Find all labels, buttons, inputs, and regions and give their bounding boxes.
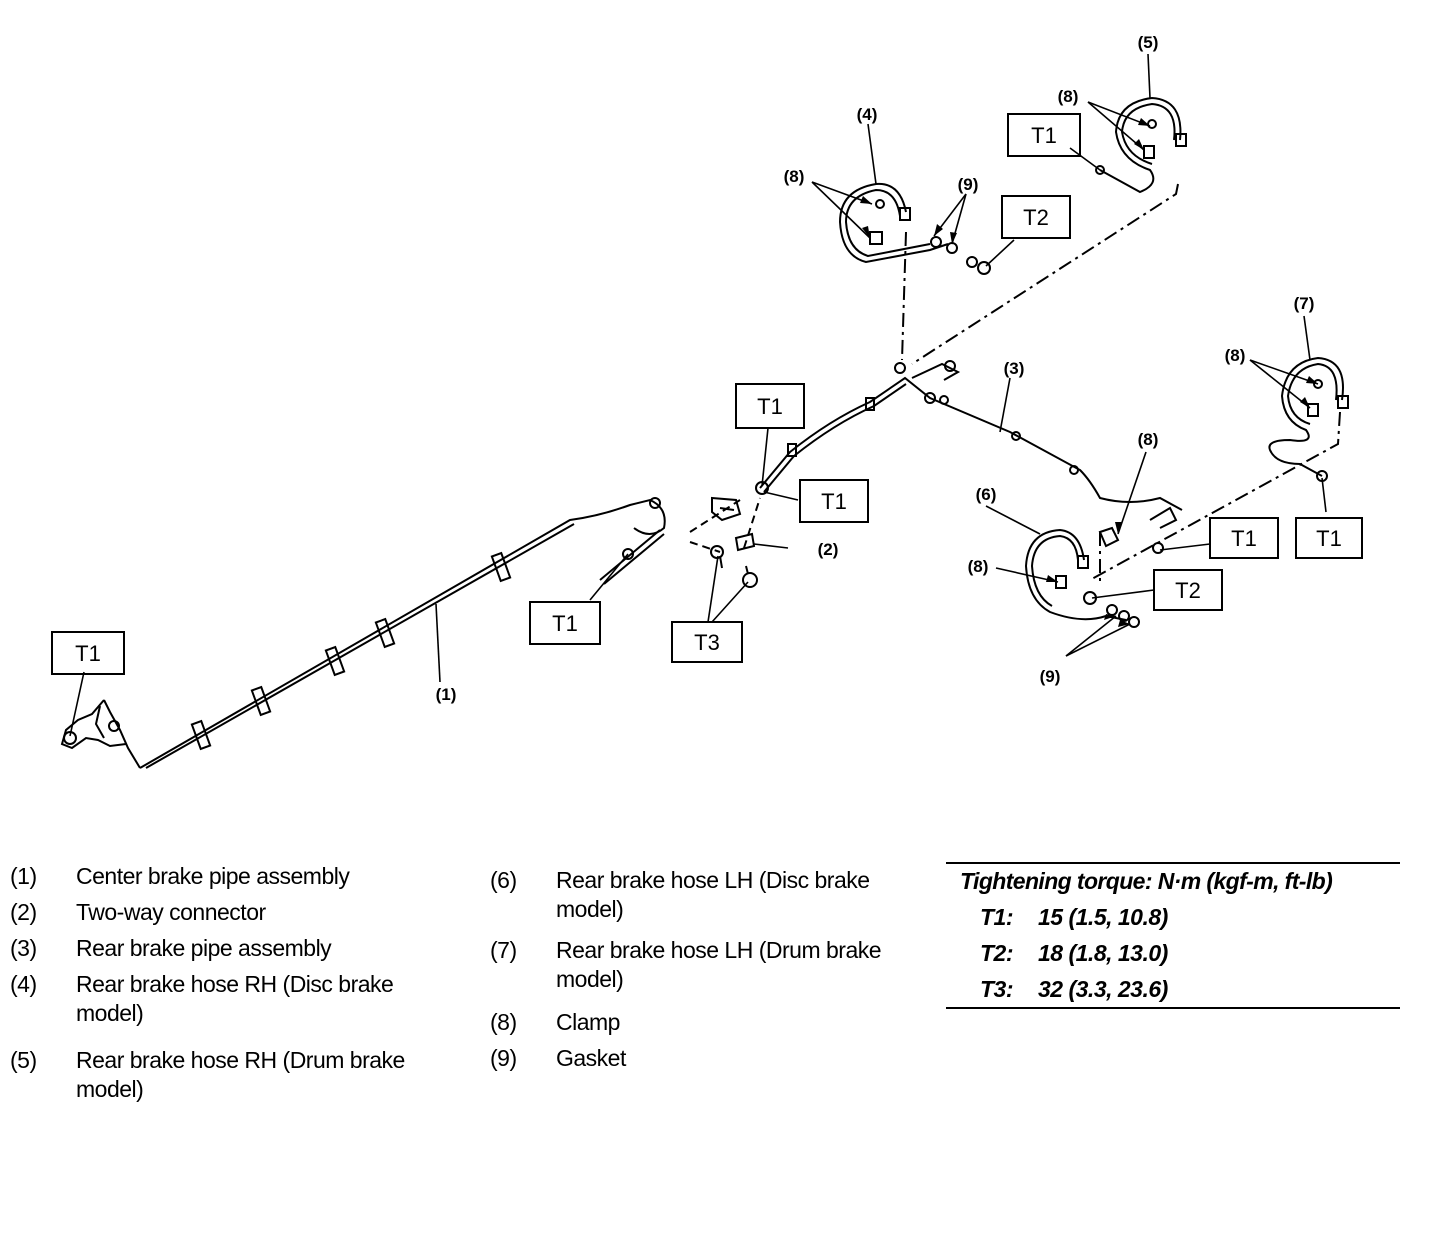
tag-t1-lh-clamp: T1 [1231,526,1257,551]
callout-8-lh-drum: (8) [1225,346,1246,365]
callout-3: (3) [1004,359,1025,378]
torque-row-t1: T1: 15 (1.5, 10.8) [980,904,1168,931]
assembly-guide-lines [901,183,1341,584]
two-way-connector [689,496,761,588]
callout-8-rh-drum: (8) [1058,87,1079,106]
tag-t1-center-front: T1 [75,641,101,666]
callout-leaders [69,53,1327,737]
torque-top-rule [946,862,1400,864]
torque-value: 18 (1.8, 13.0) [1038,940,1168,966]
tag-t2-lh-disc: T2 [1175,578,1201,603]
tag-t2-rh-disc: T2 [1023,205,1049,230]
torque-bottom-rule [946,1007,1400,1009]
legend-item-6: (6) Rear brake hose LH (Disc brake model… [490,866,935,926]
legend-num: (6) [490,867,517,893]
torque-key: T2: [980,940,1014,966]
callout-1: (1) [436,685,457,704]
rear-brake-hose-rh-disc [838,182,991,275]
torque-key: T3: [980,976,1014,1002]
tag-t1-pipe-upper: T1 [757,394,783,419]
legend-num: (3) [10,935,37,961]
legend-item-7: (7) Rear brake hose LH (Drum brake model… [490,936,935,996]
tag-t3-connector: T3 [694,630,720,655]
legend-item-9: (9) Gasket [490,1044,935,1074]
legend-text: Two-way connector [76,899,266,925]
legend-num: (4) [10,971,37,997]
legend-item-2: (2) Two-way connector [10,898,470,928]
legend-text: Rear brake hose RH (Drum brake model) [76,1047,405,1102]
rear-brake-hose-lh-drum [1268,356,1349,482]
legend-text: Rear brake hose LH (Drum brake model) [556,937,882,992]
torque-row-t3: T3: 32 (3.3, 23.6) [980,976,1168,1003]
legend-item-8: (8) Clamp [490,1008,935,1038]
tag-t1-center-rear: T1 [552,611,578,636]
legend-item-5: (5) Rear brake hose RH (Drum brake model… [10,1046,470,1106]
rear-brake-pipe-assembly [755,360,1183,529]
tag-t1-pipe-lower: T1 [821,489,847,514]
legend-text: Center brake pipe assembly [76,863,350,889]
torque-value: 15 (1.5, 10.8) [1038,904,1168,930]
legend-item-4: (4) Rear brake hose RH (Disc brake model… [10,970,470,1030]
legend-text: Rear brake pipe assembly [76,935,332,961]
brake-line-diagram: (1) (2) (3) (4) (5) (6) (7) (8) (8) (8) … [51,33,1363,769]
callout-labels: (1) (2) (3) (4) (5) (6) (7) (8) (8) (8) … [436,33,1315,704]
center-brake-pipe-assembly [60,497,666,769]
legend-num: (5) [10,1047,37,1073]
callout-6: (6) [976,485,997,504]
callout-9-rh: (9) [958,175,979,194]
callout-arrowheads [860,118,1318,627]
legend-num: (2) [10,899,37,925]
legend-text: Rear brake hose LH (Disc brake model) [556,867,870,922]
legend-text: Gasket [556,1045,626,1071]
callout-8-lh-disc: (8) [968,557,989,576]
tag-t1-lh-drum: T1 [1316,526,1342,551]
legend-item-1: (1) Center brake pipe assembly [10,862,470,892]
torque-title: Tightening torque: N·m (kgf-m, ft-lb) [960,868,1333,894]
rear-brake-hose-lh-disc [1024,526,1164,628]
callout-2: (2) [818,540,839,559]
legend-text: Rear brake hose RH (Disc brake model) [76,971,394,1026]
torque-key: T1: [980,904,1014,930]
callout-4: (4) [857,105,878,124]
torque-tags [51,113,1363,675]
torque-row-t2: T2: 18 (1.8, 13.0) [980,940,1168,967]
legend-text: Clamp [556,1009,620,1035]
legend-num: (8) [490,1009,517,1035]
rear-brake-hose-rh-drum [1095,96,1187,194]
callout-8-rh-disc: (8) [784,167,805,186]
legend-num: (9) [490,1045,517,1071]
torque-tag-labels: T1 T2 T1 T1 T1 T1 T3 T1 T1 T2 [75,123,1342,666]
legend-num: (7) [490,937,517,963]
legend-item-3: (3) Rear brake pipe assembly [10,934,470,964]
callout-8-pipe: (8) [1138,430,1159,449]
tightening-torque-table: Tightening torque: N·m (kgf-m, ft-lb) T1… [946,862,1400,1010]
tag-t1-rh-drum: T1 [1031,123,1057,148]
torque-value: 32 (3.3, 23.6) [1038,976,1168,1002]
callout-5: (5) [1138,33,1159,52]
callout-7: (7) [1294,294,1315,313]
legend-num: (1) [10,863,37,889]
callout-9-lh: (9) [1040,667,1061,686]
